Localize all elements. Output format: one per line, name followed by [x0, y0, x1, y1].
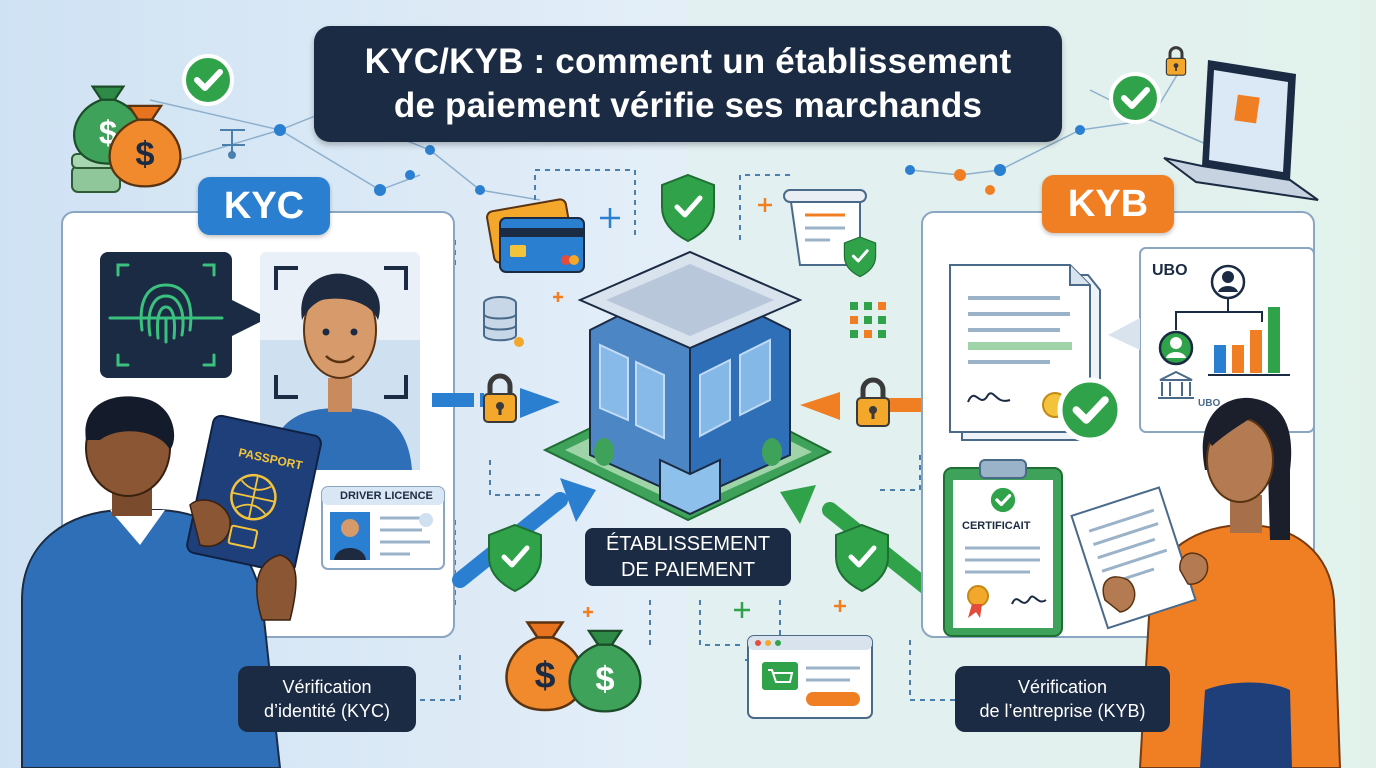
title-line-2: de paiement vérifie ses marchands: [393, 86, 983, 125]
ubo-label: UBO: [1152, 262, 1188, 279]
kyb-caption-line-1: Vérification: [1017, 677, 1108, 697]
face-scan-card: [260, 252, 420, 470]
check-badge-icon-right: [1111, 74, 1159, 122]
padlock-icon: [484, 376, 516, 422]
fingerprint-icon: [100, 252, 268, 378]
shield-check-icon-kyc: [489, 525, 541, 591]
certificate-label: CERTIFICAIT: [962, 520, 1031, 532]
payment-institution-caption: ÉTABLISSEMENT DE PAIEMENT: [585, 528, 791, 586]
org-chart-icon: [1108, 247, 1315, 433]
circuit-icon: [220, 129, 245, 159]
money-bag-icon-green: [568, 629, 642, 713]
driver-licence-label: DRIVER LICENCE: [340, 490, 433, 502]
bar-chart-icon: [1208, 307, 1290, 376]
shopping-cart-icon: [747, 635, 873, 719]
data-matrix-icon: [850, 302, 886, 338]
center-line-2: DE PAIEMENT: [620, 559, 756, 581]
contract-document-icon: [949, 264, 1120, 440]
kyb-caption: Vérification de l’entreprise (KYB): [955, 666, 1170, 732]
kyc-person-illustration: [21, 396, 322, 768]
check-badge-icon: [184, 56, 232, 104]
laptop-icon: [1163, 60, 1319, 201]
certificate-icon: [943, 459, 1063, 637]
money-bags-icon: [71, 85, 182, 193]
ubo-small-label: UBO: [1198, 398, 1221, 409]
sparkle-icons: [553, 198, 846, 618]
id-card-icon: [321, 486, 445, 570]
title-line-1: KYC/KYB : comment un établissement: [364, 42, 1012, 81]
kyc-label: KYC: [198, 177, 330, 235]
title-banner: KYC/KYB : comment un établissement de pa…: [314, 26, 1062, 142]
kyb-person-illustration: [1070, 397, 1342, 768]
database-icon: [483, 296, 524, 347]
kyc-caption-line-1: Vérification: [282, 677, 372, 697]
center-line-1: ÉTABLISSEMENT: [605, 533, 771, 555]
document-icon: [783, 189, 878, 279]
bank-building-icon: [542, 250, 833, 522]
kyb-caption-line-2: de l’entreprise (KYB): [979, 701, 1146, 721]
credit-card-icon: [486, 198, 585, 273]
kyc-caption: Vérification d’identité (KYC): [238, 666, 416, 732]
kyc-caption-line-2: d’identité (KYC): [263, 701, 391, 721]
kyb-label: KYB: [1042, 175, 1174, 233]
